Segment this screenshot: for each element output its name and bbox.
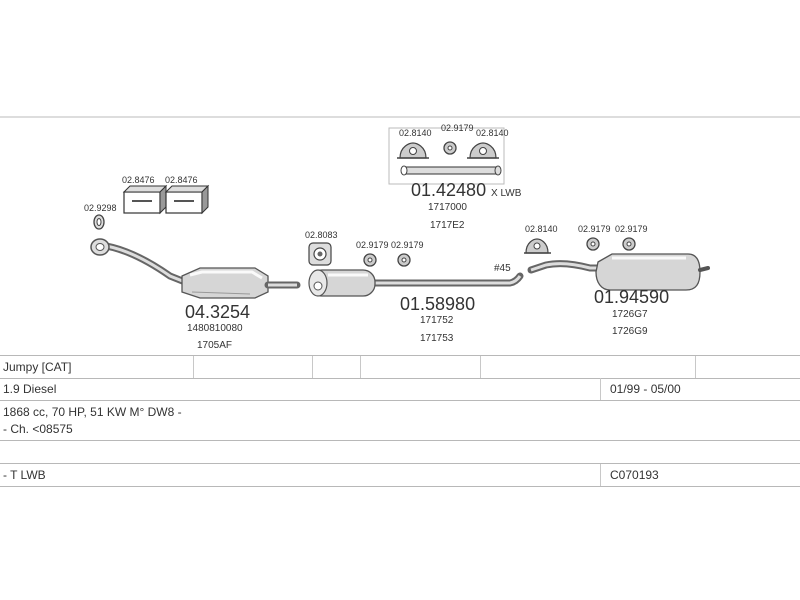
bracket-icon [122, 184, 168, 215]
lwb-pipe-part-number: 01.42480 [411, 180, 486, 200]
ring-gasket-icon [93, 214, 105, 230]
model-name: Jumpy [CAT] [3, 360, 72, 374]
engine-type: 1.9 Diesel [3, 382, 57, 396]
middle-hanger-a: 02.9179 [356, 240, 389, 267]
hanger-bracket-icon [467, 142, 499, 159]
catalyst-ref-1: 1480810080 [187, 323, 243, 334]
catalyst-assembly: 04.3254 1480810080 1705AF [90, 238, 301, 351]
engine-spec: 1868 cc, 70 HP, 51 KW M° DW8 - [3, 405, 182, 419]
front-ring-part-number: 02.9298 [84, 203, 117, 213]
blank-row [0, 441, 800, 464]
cell-divider [480, 356, 481, 378]
cell-divider [360, 356, 361, 378]
engine-row: 1.9 Diesel 01/99 - 05/00 [0, 378, 800, 401]
bracket-b-part-number: 02.8476 [165, 175, 198, 185]
cell-divider [312, 356, 313, 378]
hanger-bracket-icon [524, 238, 551, 254]
spec-row: 1868 cc, 70 HP, 51 KW M° DW8 - [0, 401, 800, 423]
middle-hanger-b: 02.9179 [391, 240, 424, 267]
clamp-icon [308, 242, 332, 266]
middle-silencer-assembly: #45 01.58980 171752 171753 [308, 263, 524, 344]
catalyst-flange-icon [90, 238, 110, 256]
rear-hanger-c-part-number: 02.9179 [615, 224, 648, 234]
catalyst-part-number: 04.3254 [185, 302, 250, 322]
lwb-hanger-mid-part-number: 02.9179 [441, 123, 474, 133]
bracket-a: 02.8476 [122, 175, 168, 215]
chassis-range: - Ch. <08575 [3, 422, 73, 436]
model-row: Jumpy [CAT] [0, 355, 800, 379]
rear-silencer-ref-2: 1726G9 [612, 326, 648, 337]
middle-hanger-b-part-number: 02.9179 [391, 240, 424, 250]
rear-hanger-b-part-number: 02.9179 [578, 224, 611, 234]
cell-divider [193, 356, 194, 378]
rubber-hanger-icon [397, 253, 411, 267]
catalyst-body-icon [181, 267, 269, 299]
variant-row: - T LWB C070193 [0, 464, 800, 487]
pipe-diameter-label: #45 [494, 263, 511, 274]
rear-silencer-body-icon [595, 253, 701, 291]
middle-hanger-a-part-number: 02.9179 [356, 240, 389, 250]
rear-hanger-c: 02.9179 [615, 224, 648, 251]
rear-silencer-assembly: 01.94590 1726G7 1726G9 [527, 253, 710, 337]
front-pipe-ring: 02.9298 [84, 203, 117, 230]
exhaust-system-diagram: 04.3254 1480810080 1705AF 02.9298 02.847… [0, 116, 800, 351]
lwb-pipe-suffix: X LWB [491, 188, 522, 199]
bracket-b: 02.8476 [164, 175, 210, 215]
lwb-hanger-right-part-number: 02.8140 [476, 128, 509, 138]
lwb-hanger-left-part-number: 02.8140 [399, 128, 432, 138]
bracket-icon [164, 184, 210, 215]
vehicle-variant: - T LWB [3, 468, 46, 482]
cell-divider [600, 378, 601, 400]
catalog-code: C070193 [610, 468, 659, 482]
cell-divider [600, 464, 601, 486]
hanger-bracket-icon [397, 142, 429, 159]
rear-hanger-b: 02.9179 [578, 224, 611, 251]
rear-silencer-part-number: 01.94590 [594, 287, 669, 307]
catalyst-ref-2: 1705AF [197, 340, 232, 351]
bracket-a-part-number: 02.8476 [122, 175, 155, 185]
rubber-hanger-icon [443, 141, 457, 155]
production-years: 01/99 - 05/00 [610, 382, 681, 396]
lwb-pipe-ref-2: 1717E2 [430, 220, 465, 231]
rear-silencer-ref-1: 1726G7 [612, 309, 648, 320]
chassis-row: - Ch. <08575 [0, 418, 800, 441]
cell-divider [695, 356, 696, 378]
middle-silencer-ref-1: 171752 [420, 315, 454, 326]
rubber-hanger-icon [363, 253, 377, 267]
middle-silencer-body-icon [308, 269, 376, 297]
middle-silencer-part-number: 01.58980 [400, 294, 475, 314]
rear-hanger-a: 02.8140 [524, 224, 558, 254]
rubber-hanger-icon [586, 237, 600, 251]
straight-pipe-icon [400, 165, 502, 176]
rubber-hanger-icon [622, 237, 636, 251]
middle-silencer-ref-2: 171753 [420, 333, 454, 344]
middle-clamp: 02.8083 [305, 230, 338, 266]
rear-hanger-a-part-number: 02.8140 [525, 224, 558, 234]
lwb-pipe-ref-1: 1717000 [428, 202, 467, 213]
middle-clamp-part-number: 02.8083 [305, 230, 338, 240]
lwb-pipe-assembly: 02.8140 02.9179 02.8140 01.42480 X LWB 1… [388, 123, 522, 231]
